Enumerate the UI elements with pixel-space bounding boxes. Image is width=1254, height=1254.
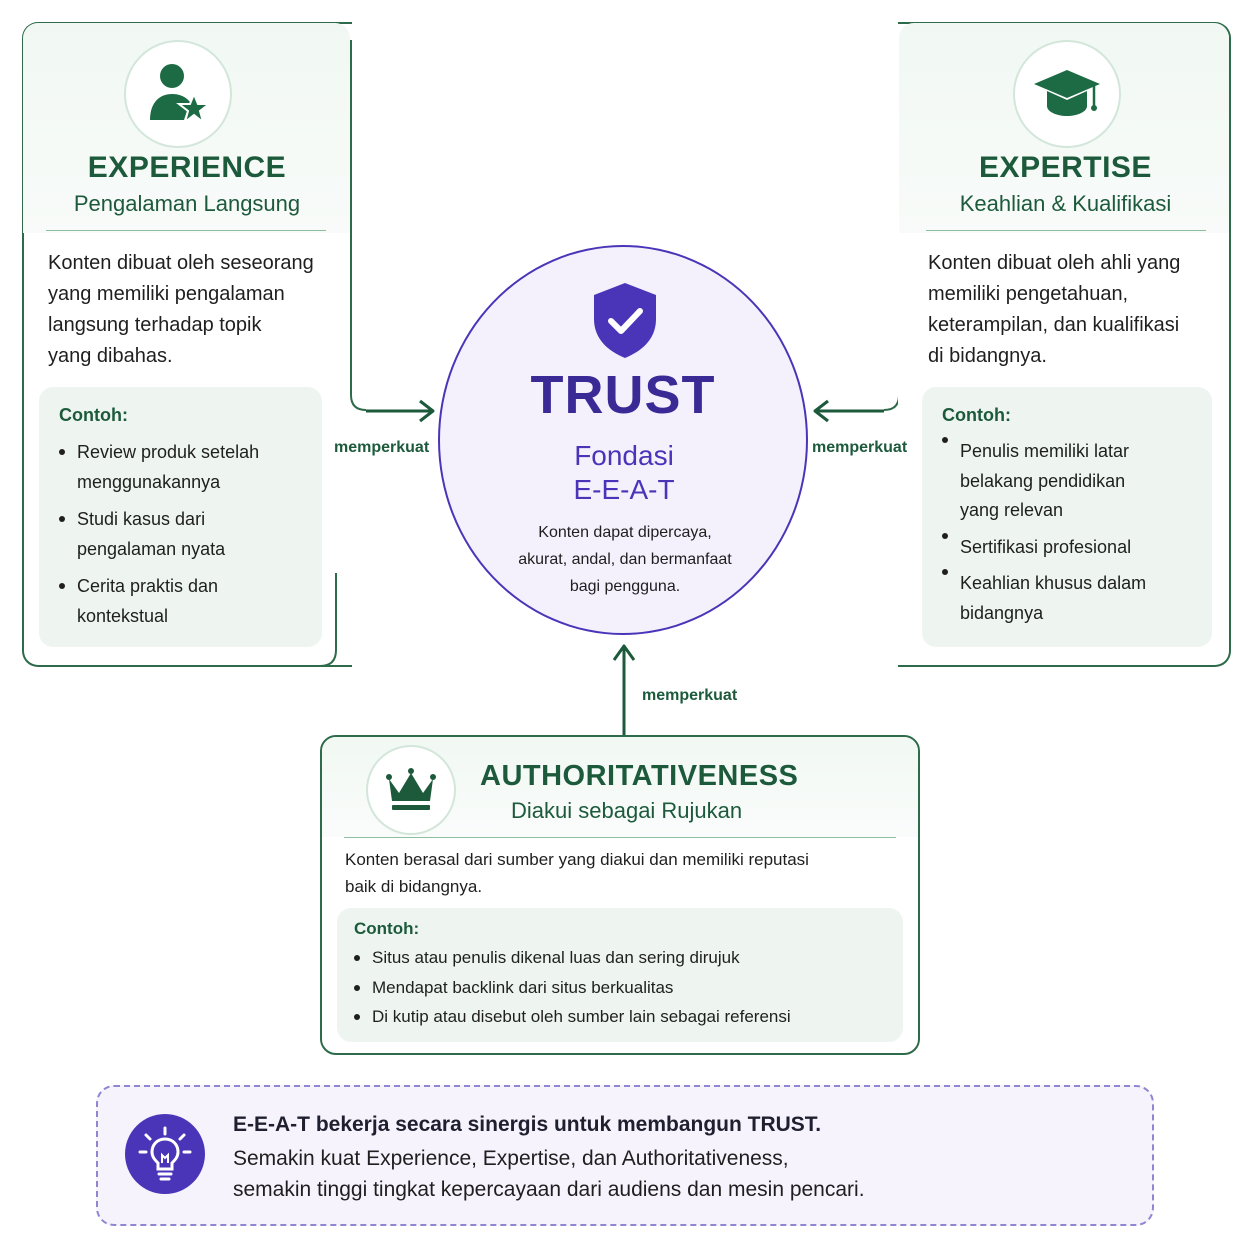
experience-description: Konten dibuat oleh seseorang yang memili… xyxy=(48,252,314,367)
authoritativeness-examples-title: Contoh: xyxy=(354,919,420,938)
crown-icon xyxy=(386,768,436,810)
expertise-icon-circle xyxy=(1013,40,1121,148)
footer-line-1: Semakin kuat Experience, Expertise, dan … xyxy=(233,1147,789,1170)
trust-subtitle-line2: E-E-A-T xyxy=(573,474,675,505)
bottom-connector-label: memperkuat xyxy=(642,687,738,704)
graduation-cap-icon xyxy=(1034,70,1100,116)
footer-headline: E-E-A-T bekerja secara sinergis untuk me… xyxy=(233,1113,822,1136)
user-star-icon xyxy=(150,64,210,125)
list-item: Di kutip atau disebut oleh sumber lain s… xyxy=(354,1002,894,1032)
footer-callout: E-E-A-T bekerja secara sinergis untuk me… xyxy=(96,1085,1154,1226)
expertise-subtitle: Keahlian & Kualifikasi xyxy=(959,191,1172,216)
experience-icon-circle xyxy=(124,40,232,148)
authoritativeness-subtitle: Diakui sebagai Rujukan xyxy=(511,798,743,823)
experience-title: EXPERIENCE xyxy=(87,151,287,184)
trust-title: TRUST xyxy=(530,365,716,425)
lightbulb-icon-circle xyxy=(125,1114,205,1194)
expertise-description: Konten dibuat oleh ahli yang memiliki pe… xyxy=(928,252,1181,367)
shield-check-icon xyxy=(594,283,656,358)
authoritativeness-icon-circle xyxy=(366,745,456,835)
experience-examples-title: Contoh: xyxy=(59,405,128,425)
authoritativeness-examples-list: Situs atau penulis dikenal luas dan seri… xyxy=(354,943,894,1032)
experience-divider xyxy=(46,230,326,231)
trust-subtitle-line1: Fondasi xyxy=(574,440,674,471)
authoritativeness-title: AUTHORITATIVENESS xyxy=(480,760,799,792)
expertise-title: EXPERTISE xyxy=(979,151,1152,184)
authoritativeness-examples-box: Contoh: Situs atau penulis dikenal luas … xyxy=(337,908,903,1042)
expertise-examples-title: Contoh: xyxy=(942,405,1011,425)
trust-description: Konten dapat dipercaya, akurat, andal, d… xyxy=(518,524,732,595)
authoritativeness-divider xyxy=(344,837,896,838)
experience-subtitle: Pengalaman Langsung xyxy=(73,191,301,216)
expertise-divider xyxy=(926,230,1206,231)
list-item: Sertifikasi profesional xyxy=(942,532,1207,563)
authoritativeness-description: Konten berasal dari sumber yang diakui d… xyxy=(345,850,809,896)
footer-line-2: semakin tinggi tingkat kepercayaan dari … xyxy=(233,1178,865,1201)
left-connector-label: memperkuat xyxy=(334,439,430,456)
connector-arrows xyxy=(366,399,884,735)
lightbulb-icon xyxy=(138,1126,192,1181)
list-item: Mendapat backlink dari situs berkualitas xyxy=(354,973,894,1003)
list-item: Situs atau penulis dikenal luas dan seri… xyxy=(354,943,894,973)
right-connector-label: memperkuat xyxy=(812,439,908,456)
